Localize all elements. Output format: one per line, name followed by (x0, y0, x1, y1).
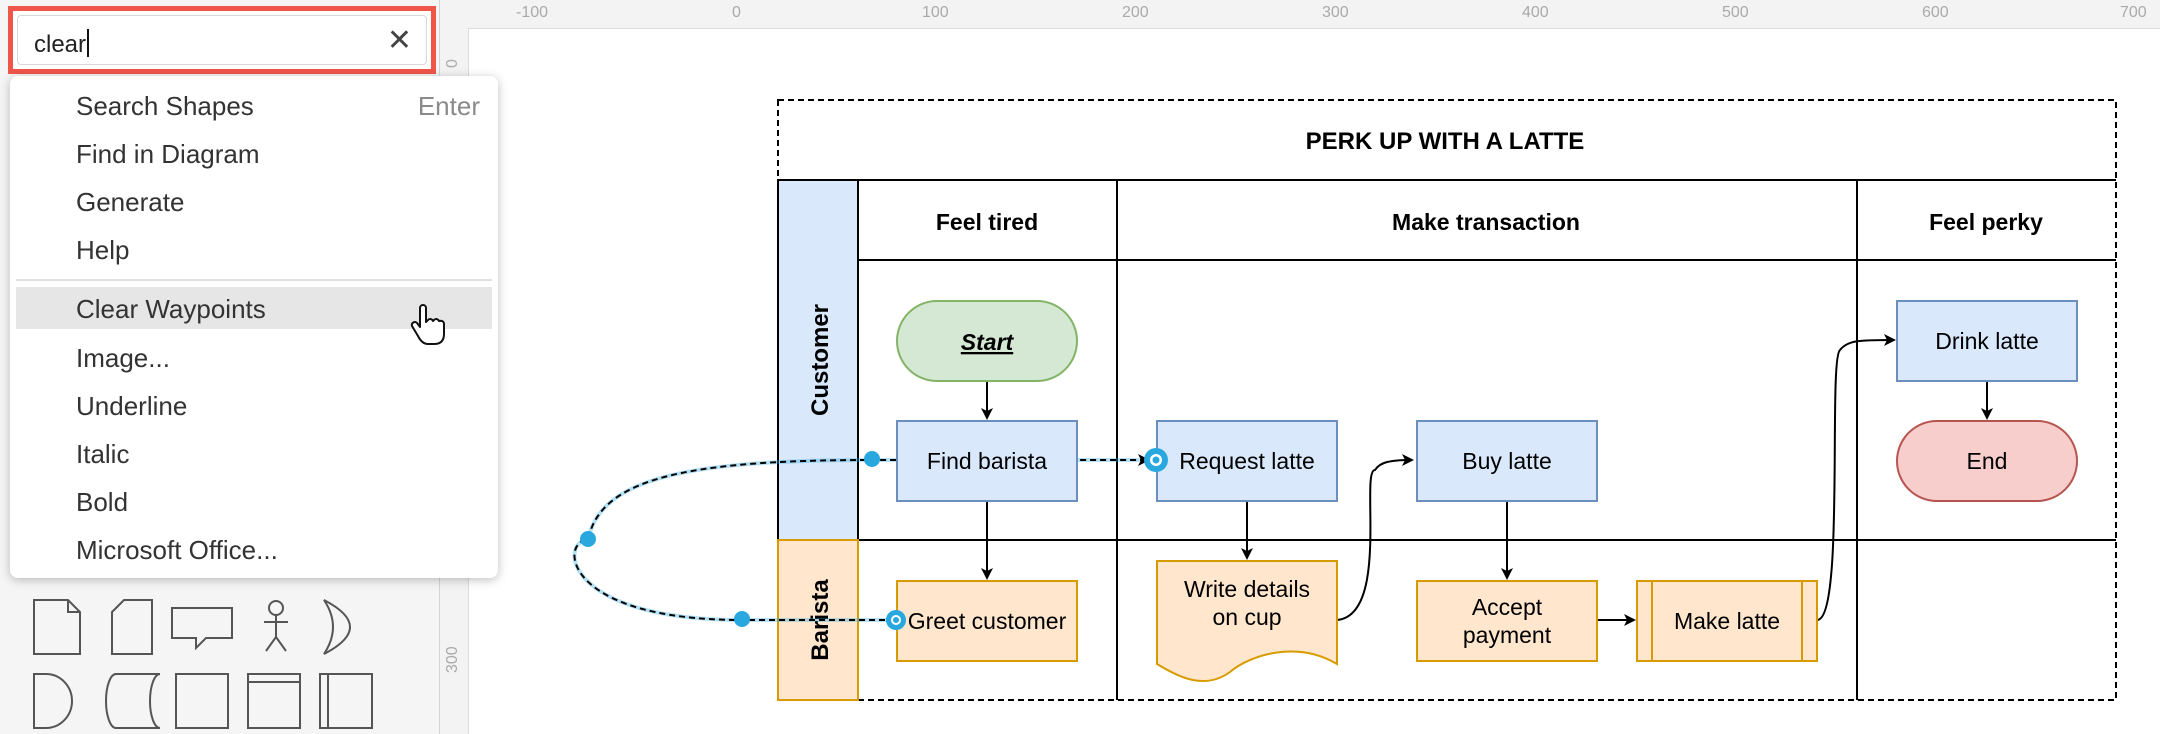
menu-separator (16, 279, 492, 281)
menu-item-help[interactable]: Help (16, 228, 492, 270)
hand-cursor-icon (410, 304, 445, 345)
pool-title: PERK UP WITH A LATTE (1306, 128, 1585, 155)
ruler-label: 600 (1922, 4, 1949, 21)
horizontal-ruler: -100 0 100 200 300 400 500 600 700 (440, 0, 2160, 29)
node-buy-latte[interactable]: Buy latte (1416, 420, 1598, 502)
node-start[interactable]: Start (896, 300, 1078, 382)
node-write-details[interactable]: Write details on cup (1156, 560, 1338, 682)
node-request-latte-label: Request latte (1179, 448, 1315, 474)
ruler-label: 0 (732, 4, 741, 21)
node-accept-payment-line1: Accept (1472, 594, 1543, 620)
node-greet-customer-label: Greet customer (908, 608, 1067, 634)
container-shape-icon[interactable] (247, 673, 301, 729)
stored-data-shape-icon[interactable] (105, 673, 161, 729)
node-end[interactable]: End (1896, 420, 2078, 502)
menu-item-label: Help (76, 235, 130, 265)
node-find-barista-label: Find barista (927, 448, 1047, 474)
node-accept-payment[interactable]: Accept payment (1416, 580, 1598, 662)
search-input-value: clear (34, 29, 89, 59)
clear-search-icon[interactable]: ✕ (386, 24, 412, 57)
node-accept-payment-line2: payment (1463, 622, 1552, 648)
menu-item-label: Bold (76, 487, 129, 517)
menu-item-microsoft-office[interactable]: Microsoft Office... (16, 528, 492, 570)
menu-item-generate[interactable]: Generate (16, 180, 492, 222)
menu-item-find-in-diagram[interactable]: Find in Diagram (16, 132, 492, 174)
menu-item-label: Find in Diagram (76, 139, 260, 169)
ruler-label: 200 (1122, 4, 1149, 21)
ruler-label: 300 (1322, 4, 1349, 21)
phase-header-feel-tired: Feel tired (936, 209, 1038, 235)
menu-item-label: Underline (76, 391, 188, 421)
card-shape-icon[interactable] (111, 599, 153, 655)
or-shape-icon[interactable] (323, 599, 351, 655)
search-highlight: clear ✕ (8, 6, 436, 74)
swimlane-shape-icon[interactable] (319, 673, 373, 729)
edge-waypoint-handle[interactable] (580, 531, 596, 547)
node-start-label: Start (961, 329, 1015, 355)
menu-item-label: Clear Waypoints (76, 294, 266, 324)
node-make-latte[interactable]: Make latte (1636, 580, 1818, 662)
process-shape-icon[interactable] (175, 673, 229, 729)
actor-shape-icon[interactable] (264, 600, 288, 652)
menu-item-search-shapes[interactable]: Search Shapes Enter (16, 84, 492, 126)
node-make-latte-label: Make latte (1674, 608, 1780, 634)
phase-header-make-transaction: Make transaction (1392, 209, 1580, 235)
node-request-latte[interactable]: Request latte (1156, 420, 1338, 502)
ruler-label: 500 (1722, 4, 1749, 21)
menu-item-label: Search Shapes (76, 91, 254, 121)
node-buy-latte-label: Buy latte (1462, 448, 1552, 474)
node-write-details-line1: Write details (1184, 576, 1310, 602)
lane-customer-label: Customer (807, 304, 834, 416)
ruler-label: 100 (922, 4, 949, 21)
ruler-label: 700 (2120, 4, 2147, 21)
ruler-label: -100 (516, 4, 549, 21)
document-shape-icon[interactable] (33, 599, 81, 655)
menu-item-label: Image... (76, 343, 170, 373)
menu-item-image[interactable]: Image... (16, 336, 492, 378)
node-greet-customer[interactable]: Greet customer (896, 580, 1078, 662)
menu-item-label: Italic (76, 439, 130, 469)
delay-shape-icon[interactable] (33, 673, 73, 729)
edge-source-handle[interactable] (886, 610, 906, 630)
menu-item-shortcut: Enter (417, 91, 480, 121)
edge-terminal-handle[interactable] (1144, 448, 1168, 472)
menu-item-label: Microsoft Office... (76, 535, 278, 565)
phase-header-feel-perky: Feel perky (1929, 209, 2043, 235)
edge-write-to-buy[interactable] (1336, 454, 1414, 621)
lane-customer-header[interactable] (777, 179, 859, 541)
node-drink-latte[interactable]: Drink latte (1896, 300, 2078, 382)
edge-make-to-drink[interactable] (1816, 334, 1896, 621)
search-input[interactable]: clear ✕ (17, 15, 427, 65)
menu-item-bold[interactable]: Bold (16, 480, 492, 522)
shape-palette (33, 599, 373, 729)
node-drink-latte-label: Drink latte (1935, 328, 2039, 354)
node-find-barista[interactable]: Find barista (896, 420, 1078, 502)
node-write-details-line2: on cup (1212, 604, 1281, 630)
callout-shape-icon[interactable] (171, 607, 233, 651)
edge-waypoint-handle[interactable] (864, 451, 880, 467)
node-end-label: End (1967, 448, 2008, 474)
edge-waypoint-handle[interactable] (734, 611, 750, 627)
menu-item-label: Generate (76, 187, 185, 217)
ruler-label: 400 (1522, 4, 1549, 21)
menu-item-underline[interactable]: Underline (16, 384, 492, 426)
menu-item-italic[interactable]: Italic (16, 432, 492, 474)
